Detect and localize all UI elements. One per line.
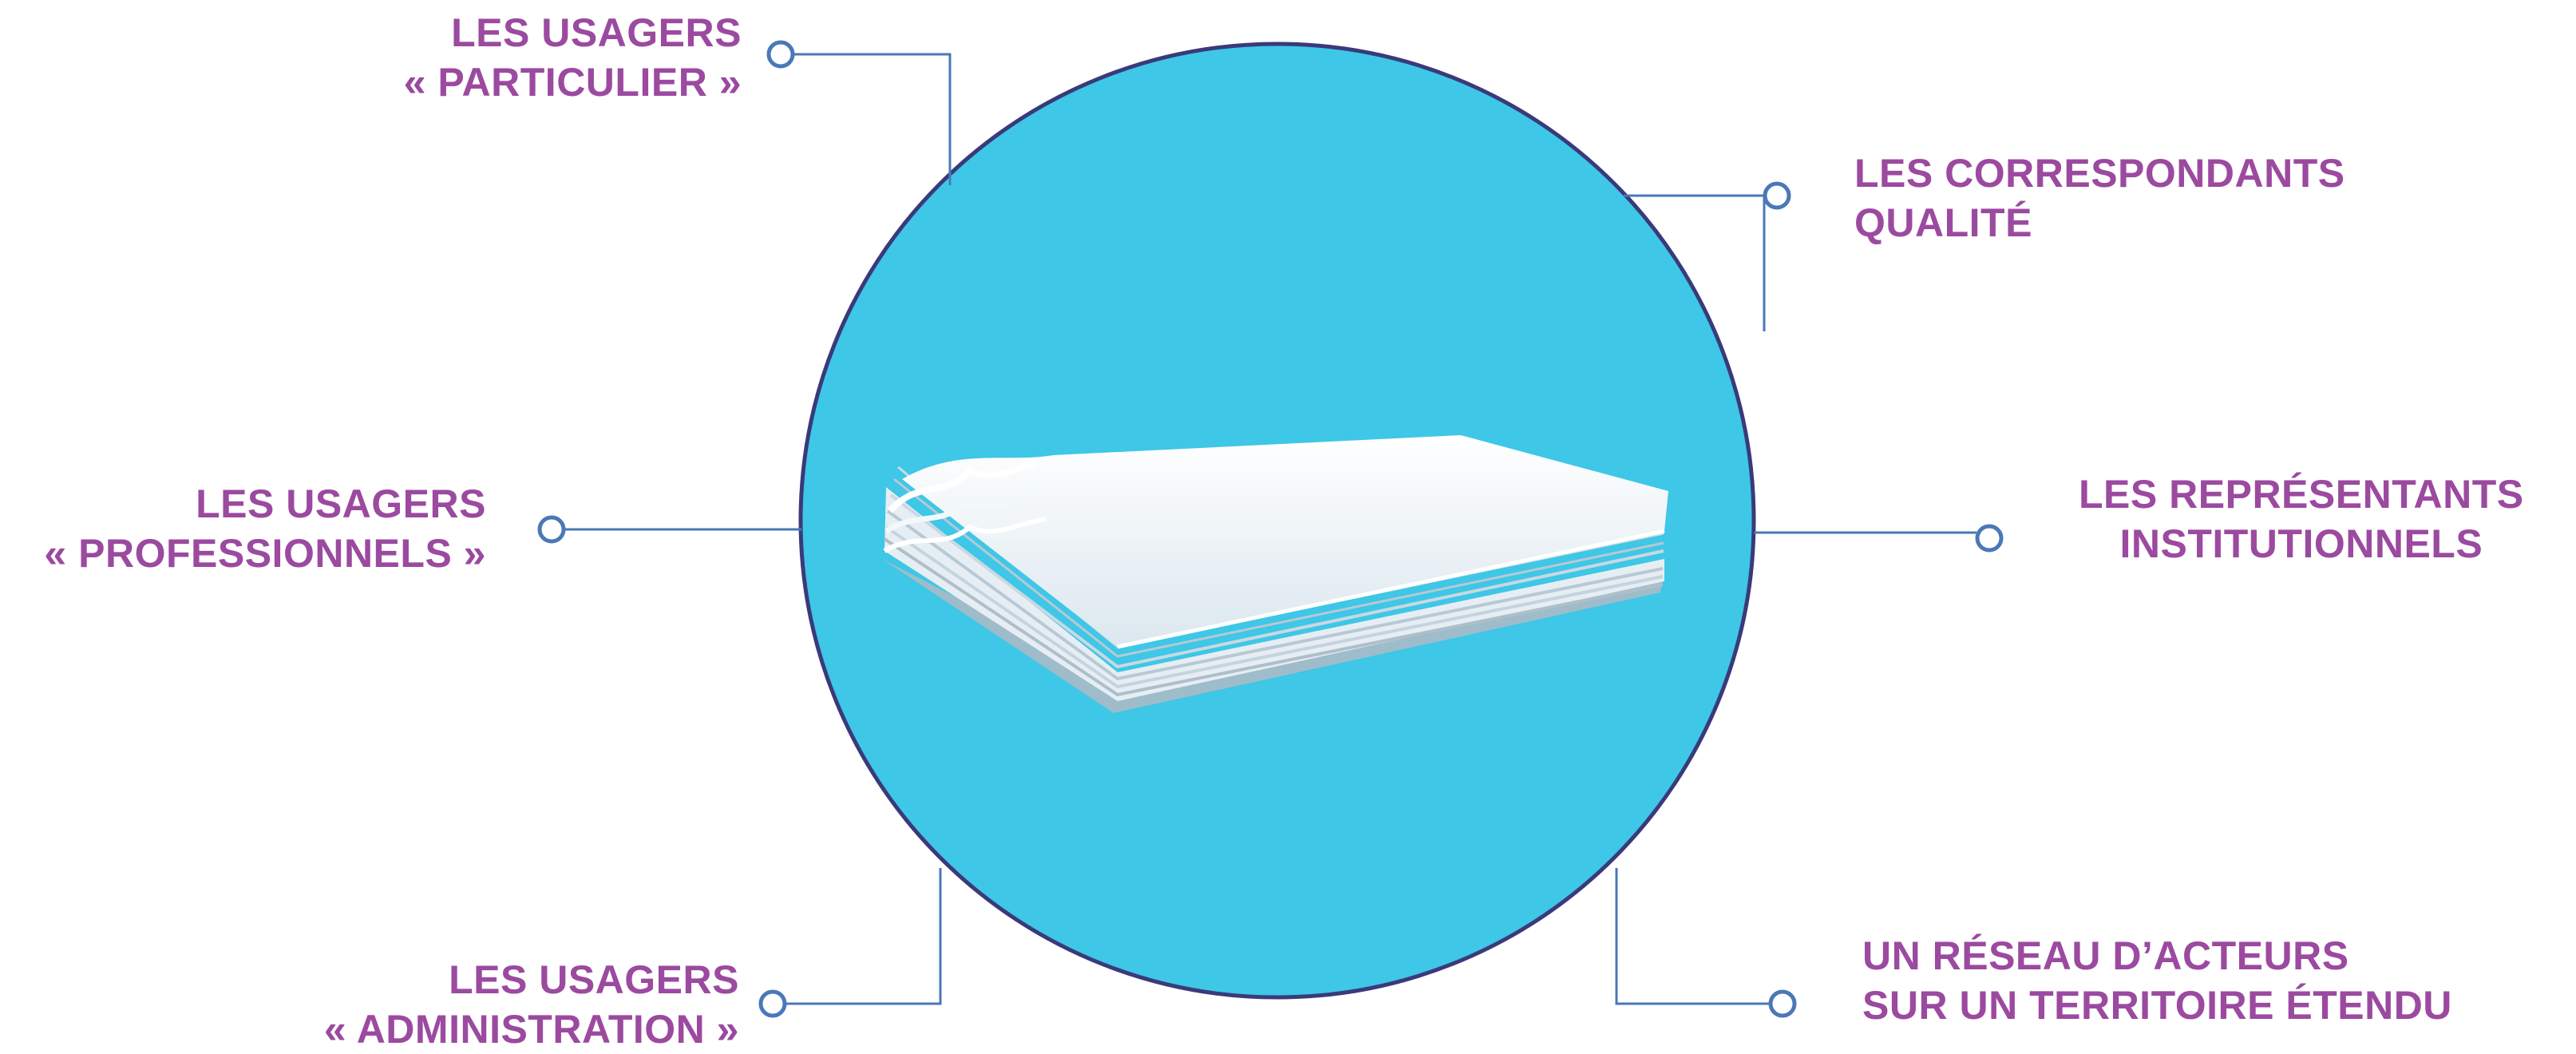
node-representants-institutionnels: LES REPRÉSENTANTS INSTITUTIONNELS — [2079, 470, 2524, 569]
node-usagers-administration-line2: « ADMINISTRATION » — [324, 1004, 739, 1054]
connector-usagers-particulier — [769, 42, 950, 185]
node-usagers-professionnels: LES USAGERS « PROFESSIONNELS » — [44, 479, 486, 578]
node-reseau-acteurs-line1: UN RÉSEAU D’ACTEURS — [1862, 931, 2452, 981]
node-correspondants-qualite-line1: LES CORRESPONDANTS — [1854, 149, 2345, 198]
node-representants-institutionnels-line1: LES REPRÉSENTANTS — [2079, 470, 2524, 519]
connector-usagers-administration — [761, 868, 940, 1016]
node-reseau-acteurs: UN RÉSEAU D’ACTEURS SUR UN TERRITOIRE ÉT… — [1862, 931, 2452, 1030]
connector-reseau-acteurs — [1616, 868, 1794, 1016]
node-usagers-administration: LES USAGERS « ADMINISTRATION » — [324, 955, 739, 1054]
connector-representants-institutionnels — [1754, 526, 2001, 550]
node-representants-institutionnels-line2: INSTITUTIONNELS — [2079, 519, 2524, 569]
node-usagers-professionnels-line1: LES USAGERS — [44, 479, 486, 529]
node-correspondants-qualite: LES CORRESPONDANTS QUALITÉ — [1854, 149, 2345, 248]
node-reseau-acteurs-line2: SUR UN TERRITOIRE ÉTENDU — [1862, 981, 2452, 1030]
node-usagers-particulier-line2: « PARTICULIER » — [404, 57, 742, 107]
node-correspondants-qualite-line2: QUALITÉ — [1854, 198, 2345, 248]
node-usagers-administration-line1: LES USAGERS — [324, 955, 739, 1004]
node-usagers-professionnels-line2: « PROFESSIONNELS » — [44, 529, 486, 578]
connector-usagers-professionnels — [540, 517, 801, 541]
node-usagers-particulier: LES USAGERS « PARTICULIER » — [404, 8, 742, 107]
node-usagers-particulier-line1: LES USAGERS — [404, 8, 742, 57]
